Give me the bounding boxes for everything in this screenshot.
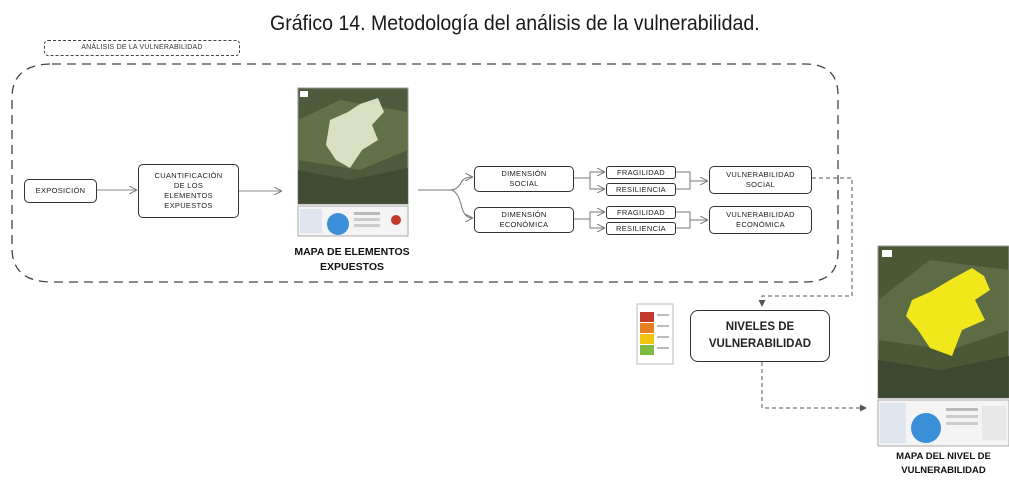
node-cuantificacion: CUANTIFICACIÓN DE LOS ELEMENTOS EXPUESTO… <box>138 164 239 218</box>
node-exposicion: EXPOSICIÓN <box>24 179 97 203</box>
caption-mapa-elementos: MAPA DE ELEMENTOS EXPUESTOS <box>294 246 410 273</box>
legend-swatch <box>640 312 654 322</box>
caption-mapa-nivel: MAPA DEL NIVEL DE VULNERABILIDAD <box>896 451 991 476</box>
node-fragilidad-social: FRAGILIDAD <box>606 166 676 179</box>
exposed-elements-map <box>297 87 409 237</box>
node-dimension-social: DIMENSIÓN SOCIAL <box>474 166 574 192</box>
vulnerability-legend <box>636 303 674 365</box>
container-label: ANÁLISIS DE LA VULNERABILIDAD <box>44 40 240 56</box>
legend-swatch <box>640 345 654 355</box>
legend-swatch <box>640 334 654 344</box>
node-niveles-vulnerabilidad: NIVELES DE VULNERABILIDAD <box>690 310 830 362</box>
vulnerability-level-map <box>877 245 1009 447</box>
legend-swatch <box>640 323 654 333</box>
node-resiliencia-economica: RESILIENCIA <box>606 222 676 235</box>
node-resiliencia-social: RESILIENCIA <box>606 183 676 196</box>
node-vulnerabilidad-economica: VULNERABILIDAD ECONÓMICA <box>709 206 812 234</box>
node-fragilidad-economica: FRAGILIDAD <box>606 206 676 219</box>
node-dimension-economica: DIMENSIÓN ECONÓMICA <box>474 207 574 233</box>
figure-title: Gráfico 14. Metodología del análisis de … <box>270 12 760 35</box>
node-vulnerabilidad-social: VULNERABILIDAD SOCIAL <box>709 166 812 194</box>
